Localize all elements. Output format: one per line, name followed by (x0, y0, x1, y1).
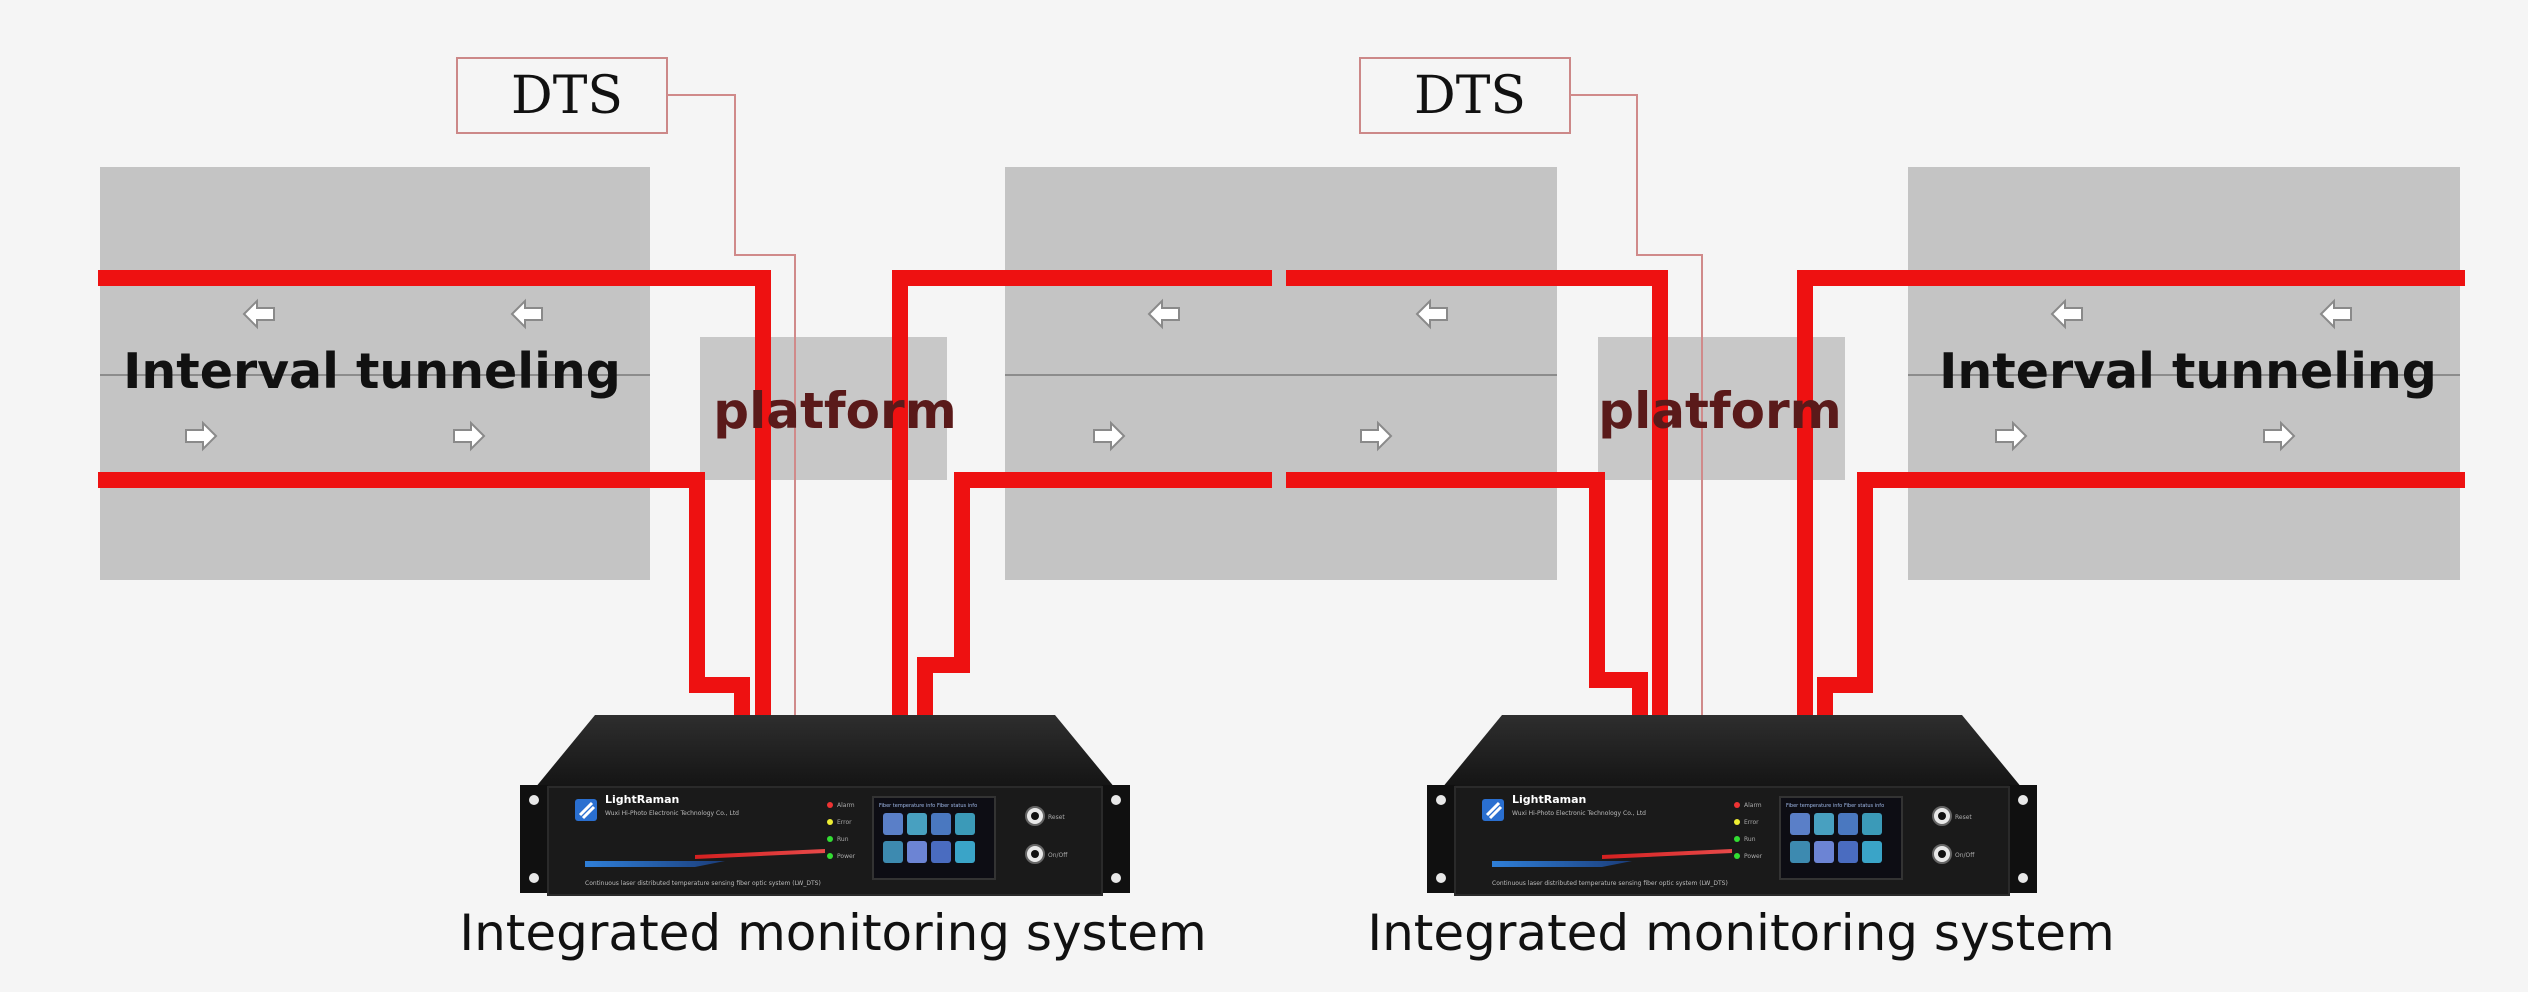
reset-label: Reset (1048, 814, 1065, 821)
dts-lead-left (667, 94, 796, 715)
led-run-label: Run (837, 836, 849, 843)
platform-label-left: platform (713, 382, 956, 440)
led-run-label: Run (1744, 836, 1756, 843)
tunnel-left (100, 167, 650, 580)
monitoring-device-left: LightRaman Wuxi Hi-Photo Electronic Tech… (518, 713, 1132, 897)
device-company: Wuxi Hi-Photo Electronic Technology Co.,… (605, 810, 739, 817)
fiber-right-bottom (1817, 472, 2465, 715)
led-alarm-label: Alarm (837, 802, 855, 809)
fiber-center-west-top (892, 270, 1272, 715)
reset-label: Reset (1955, 814, 1972, 821)
screen-title-1: Fiber temperature info (879, 803, 935, 809)
fiber-center-east-bottom (1286, 472, 1648, 715)
device-company: Wuxi Hi-Photo Electronic Technology Co.,… (1512, 810, 1646, 817)
dts-box-left: DTS (456, 57, 668, 134)
device-footer: Continuous laser distributed temperature… (1492, 880, 1728, 887)
system-caption-right: Integrated monitoring system (1367, 904, 2114, 962)
screen-title-2: Fiber status info (937, 803, 977, 809)
system-caption-left: Integrated monitoring system (459, 904, 1206, 962)
screen-title-1: Fiber temperature info (1786, 803, 1842, 809)
led-error-label: Error (837, 819, 852, 826)
led-power-label: Power (837, 853, 856, 860)
fiber-center-east-top (1286, 270, 1668, 715)
dts-box-right: DTS (1359, 57, 1571, 134)
led-power-label: Power (1744, 853, 1763, 860)
platform-label-right: platform (1598, 382, 1841, 440)
fiber-center-west-bottom (917, 472, 1272, 715)
fiber-cables (98, 270, 2465, 715)
screen-title-2: Fiber status info (1844, 803, 1884, 809)
dts-label-right: DTS (1414, 66, 1526, 126)
fiber-right-top (1797, 270, 2465, 715)
led-error-label: Error (1744, 819, 1759, 826)
led-alarm-label: Alarm (1744, 802, 1762, 809)
device-brand: LightRaman (1512, 793, 1586, 806)
fiber-left-bottom (98, 472, 750, 715)
tunnel-center (1005, 167, 1557, 580)
dts-lead-right (1570, 94, 1703, 715)
interval-tunneling-label-left: Interval tunneling (123, 343, 621, 400)
monitoring-device-right: LightRaman Wuxi Hi-Photo Electronic Tech… (1425, 713, 2039, 897)
onoff-label: On/Off (1955, 852, 1975, 859)
interval-tunneling-label-right: Interval tunneling (1939, 343, 2437, 400)
device-footer: Continuous laser distributed temperature… (585, 880, 821, 887)
onoff-label: On/Off (1048, 852, 1068, 859)
tunnel-right (1908, 167, 2460, 580)
fiber-left-top (98, 270, 771, 715)
dts-label-left: DTS (511, 66, 623, 126)
device-brand: LightRaman (605, 793, 679, 806)
